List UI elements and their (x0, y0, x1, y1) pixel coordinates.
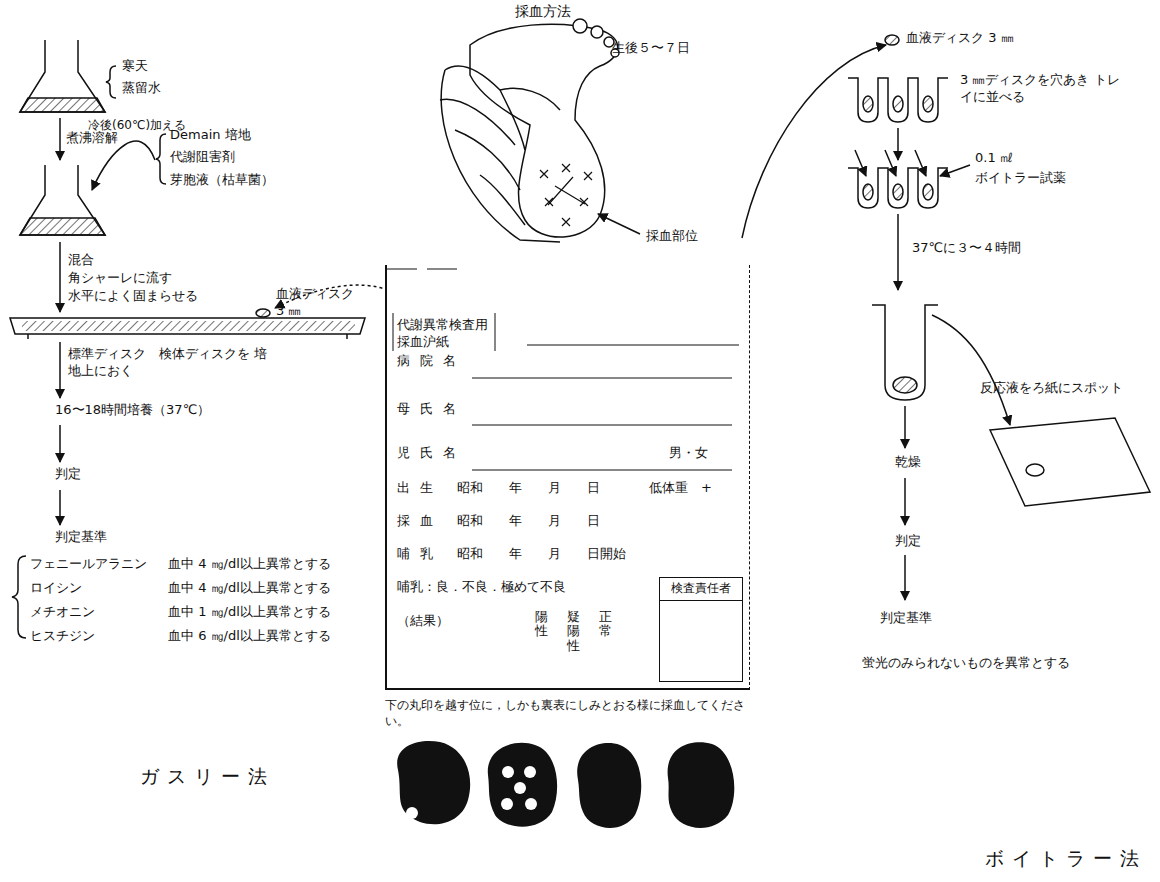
blood-spot-samples (397, 741, 734, 828)
annotation-label: 血中 4 ㎎/dl以上異常とする (168, 580, 331, 597)
form-field: 正常 (599, 610, 612, 639)
form-field: 代謝異常検査用 採血沪紙 (397, 317, 489, 351)
form-field: 昭和 年 月 日 (457, 480, 600, 497)
annotation-label: 判定 (895, 533, 921, 550)
form-field: 疑陽性 (567, 610, 580, 653)
form-field: 出生 (397, 480, 443, 497)
form-field: 男・女 (669, 445, 708, 462)
form-field: 児氏名 (397, 445, 466, 462)
annotation-label: 反応液をろ紙にスポット (980, 380, 1123, 397)
inspector-box: 検査責任者 (659, 577, 743, 682)
blood-sampling-card: 代謝異常検査用 採血沪紙病院名母氏名児氏名 男・女出生昭和 年 月 日 低体重 + 採… (385, 265, 750, 690)
annotation-label: ボイトラー試薬 (975, 170, 1066, 187)
form-field: 低体重 + (649, 480, 712, 497)
annotation-label: 生後５〜７日 (612, 40, 690, 57)
annotation-label: 芽胞液（枯草菌） (170, 172, 274, 189)
annotation-label: 16〜18時間培養（37℃） (55, 402, 210, 419)
annotation-label: Demain 培地 (170, 127, 251, 144)
form-field: 哺乳 (397, 546, 443, 563)
form-field: （結果） (397, 613, 449, 630)
annotation-label: ロイシン (30, 580, 82, 597)
foot-illustration (440, 19, 886, 242)
beutler-flow (848, 35, 1150, 600)
form-field: 昭和 年 月 日 (457, 513, 600, 530)
annotation-label: 血中 1 ㎎/dl以上異常とする (168, 604, 331, 621)
annotation-label: 煮沸溶解 (66, 130, 118, 147)
annotation-label: 標準ディスク 検体ディスクを 培地上におく (68, 346, 268, 380)
box-heading: 検査責任者 (660, 578, 742, 601)
annotation-label: 37℃に３〜４時間 (912, 240, 1021, 257)
annotation-label: 混合 (68, 252, 94, 269)
annotation-label: 判定基準 (55, 529, 107, 546)
annotation-label: 蛍光のみられないものを異常とする (862, 655, 1070, 672)
annotation-label: ヒスチジン (30, 628, 95, 645)
annotation-label: 角シャーレに流す (68, 270, 172, 287)
form-field: 哺乳：良．不良．極めて不良 (397, 579, 566, 596)
method-caption: ガスリー法 (140, 764, 275, 789)
guthrie-flow (10, 40, 388, 638)
method-caption: ボイトラー法 (985, 846, 1147, 871)
annotation-label: フェニールアラニン (30, 556, 147, 573)
annotation-label: 判定 (55, 466, 81, 483)
annotation-label: 代謝阻害剤 (170, 149, 235, 166)
annotation-label: 蒸留水 (122, 80, 161, 97)
form-field: 昭和 年 月 日開始 (457, 546, 626, 563)
annotation-label: 採血方法 (515, 2, 571, 20)
annotation-label: 血中 4 ㎎/dl以上異常とする (168, 556, 331, 573)
annotation-label: 0.1 ㎖ (975, 150, 1013, 167)
annotation-label: 水平によく固まらせる (68, 288, 198, 305)
annotation-label: 判定基準 (880, 610, 932, 627)
form-field: 母氏名 (397, 401, 466, 418)
annotation-label: 血液ディスク 3 ㎜ (906, 30, 1014, 47)
annotation-label: メチオニン (30, 604, 95, 621)
annotation-label: 3 ㎜ディスクを穴あき トレイに並べる (960, 72, 1120, 106)
form-field: 採血 (397, 513, 443, 530)
annotation-label: 血液ディスク 3 ㎜ (276, 286, 366, 320)
form-field: 陽性 (535, 610, 548, 639)
annotation-label: 血中 6 ㎎/dl以上異常とする (168, 628, 331, 645)
annotation-label: 寒天 (122, 58, 148, 75)
annotation-label: 下の丸印を越す位に，しかも裏表にしみとおる様に採血してください。 (385, 698, 745, 729)
annotation-label: 乾燥 (895, 454, 921, 471)
form-field: 病院名 (397, 353, 466, 370)
annotation-label: 採血部位 (646, 228, 698, 245)
